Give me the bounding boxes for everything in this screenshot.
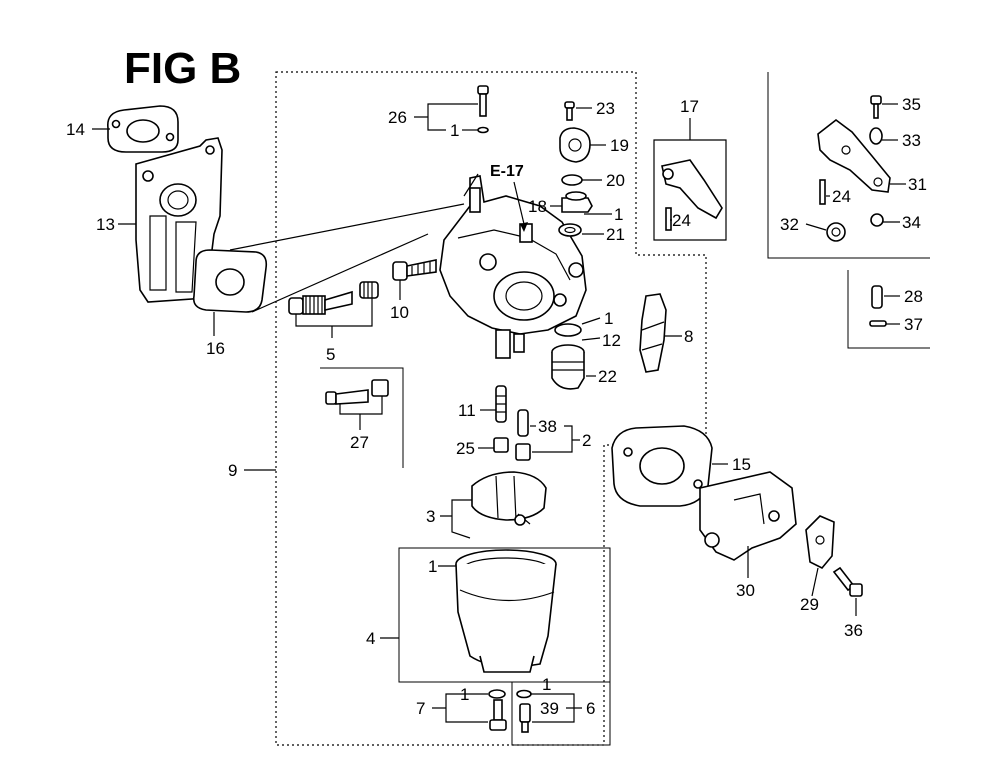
callout-17: 17 <box>680 97 699 116</box>
callout-6: 6 <box>586 699 595 718</box>
callout-14: 14 <box>66 120 85 139</box>
part-20-washer <box>561 174 583 186</box>
lever-kit-box <box>767 72 930 259</box>
carburetor-body <box>439 173 587 359</box>
part-29-lever <box>805 515 835 569</box>
part-31-lever <box>817 118 891 205</box>
part-36-bolt <box>832 566 863 597</box>
part-3-float <box>471 471 547 526</box>
part-10-screw <box>392 259 437 281</box>
part-14-gasket <box>107 105 179 153</box>
callout-1-screw-washer: 1 <box>450 121 459 140</box>
callout-35: 35 <box>902 95 921 114</box>
callout-34: 34 <box>902 213 921 232</box>
callout-32: 32 <box>780 215 799 234</box>
callout-1-oring: 1 <box>604 309 613 328</box>
callout-10: 10 <box>390 303 409 322</box>
callout-leaders <box>92 103 906 723</box>
callout-26: 26 <box>388 108 407 127</box>
callout-12: 12 <box>602 331 621 350</box>
reference-e17: E-17 <box>490 163 528 232</box>
callout-31: 31 <box>908 175 927 194</box>
assembly-leaders <box>229 203 465 313</box>
part-22-plug <box>551 344 585 390</box>
part-5-pilot-screw <box>288 281 379 315</box>
callout-1-bowl-gasket: 1 <box>428 557 437 576</box>
part-7-bolt <box>488 689 507 731</box>
callout-1-drain-screw: 1 <box>542 675 551 694</box>
part-38-nozzle <box>515 409 531 461</box>
part-15-gasket <box>611 425 713 507</box>
part-25-nut <box>493 437 509 453</box>
callout-2: 2 <box>582 431 591 450</box>
callout-labels: 14 13 16 5 10 26 1 23 19 20 18 1 21 1 12… <box>66 95 927 718</box>
part-35-screw <box>870 95 882 119</box>
callout-22: 22 <box>598 367 617 386</box>
callout-27: 27 <box>350 433 369 452</box>
part-23-screw <box>564 101 575 121</box>
callout-1-drain-bolt: 1 <box>460 685 469 704</box>
part-30-bracket <box>699 471 797 561</box>
part-37-pin <box>869 320 887 327</box>
callout-33: 33 <box>902 131 921 150</box>
part-19-cover <box>559 127 591 163</box>
callout-11: 11 <box>458 401 476 420</box>
part-12-oring <box>554 323 582 337</box>
callout-4: 4 <box>366 629 375 648</box>
part-33-spring <box>869 127 883 145</box>
figure-title: FIG B <box>124 44 241 93</box>
part-18-valve <box>561 191 593 213</box>
part-26-screw <box>477 85 489 134</box>
callout-3: 3 <box>426 507 435 526</box>
callout-24-choke: 24 <box>672 211 691 230</box>
callout-38: 38 <box>538 417 557 436</box>
callout-28: 28 <box>904 287 923 306</box>
drain-group-box <box>511 681 611 746</box>
part-8-float-valve <box>639 293 667 373</box>
callout-13: 13 <box>96 215 115 234</box>
part-28-pin <box>871 285 883 309</box>
part-27-kit <box>325 379 389 405</box>
callout-8: 8 <box>684 327 693 346</box>
callout-23: 23 <box>596 99 615 118</box>
callout-24-lever: 24 <box>832 187 851 206</box>
kit-27-box <box>320 367 404 468</box>
callout-37: 37 <box>904 315 923 334</box>
callout-5: 5 <box>326 345 335 364</box>
part-11-jet <box>495 385 507 423</box>
callout-29: 29 <box>800 595 819 614</box>
callout-9: 9 <box>228 461 237 480</box>
callout-19: 19 <box>610 136 629 155</box>
reference-label: E-17 <box>490 163 524 180</box>
callout-39: 39 <box>540 699 559 718</box>
part-21-oring <box>558 223 582 237</box>
callout-36: 36 <box>844 621 863 640</box>
callout-16: 16 <box>206 339 225 358</box>
callout-15: 15 <box>732 455 751 474</box>
callout-30: 30 <box>736 581 755 600</box>
part-6-screw <box>516 689 532 733</box>
part-17-choke-lever <box>661 159 723 231</box>
callout-25: 25 <box>456 439 475 458</box>
pin-kit-box <box>847 270 930 349</box>
callout-1-valve-seal: 1 <box>614 205 623 224</box>
part-32-nut <box>826 222 846 242</box>
part-4-bowl <box>455 549 557 673</box>
part-34-nut <box>870 213 884 227</box>
callout-18: 18 <box>528 197 547 216</box>
callout-7: 7 <box>416 699 425 718</box>
carburetor-assembly-boundary <box>275 71 707 746</box>
callout-21: 21 <box>606 225 625 244</box>
part-16-gasket <box>192 249 268 313</box>
callout-20: 20 <box>606 171 625 190</box>
